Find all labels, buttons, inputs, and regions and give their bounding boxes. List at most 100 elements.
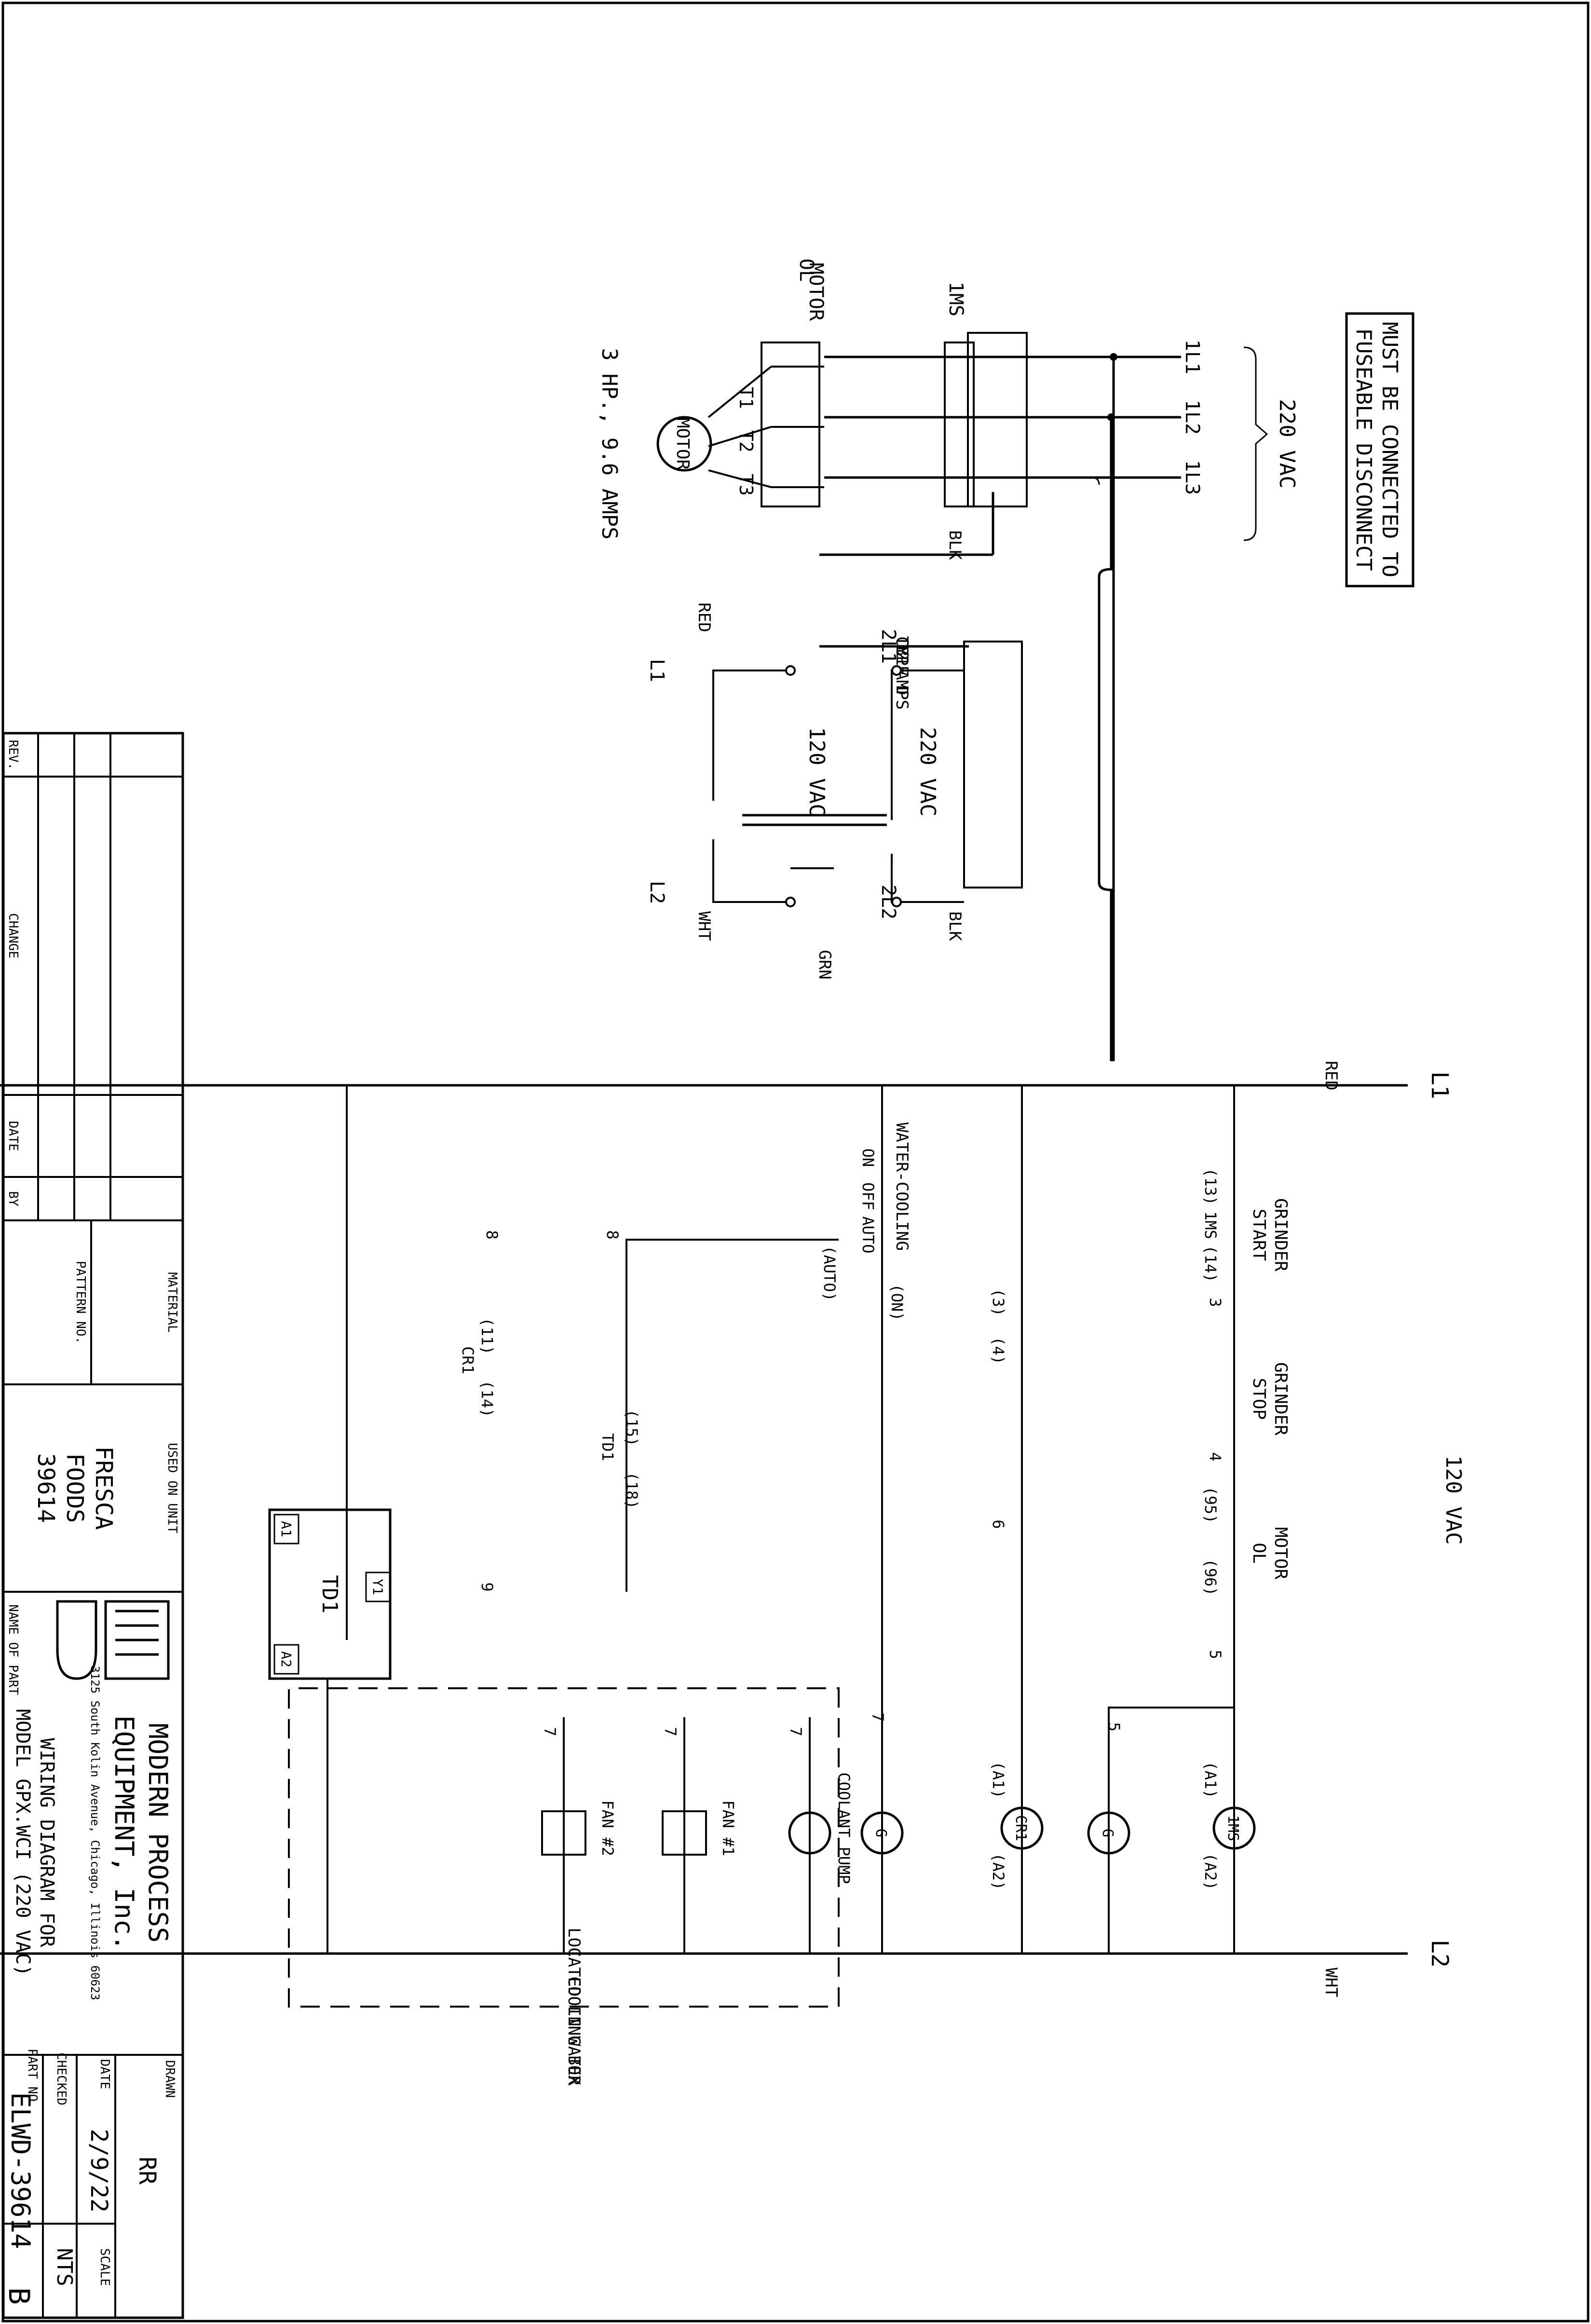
company-logo-icon — [56, 1600, 170, 1680]
line-1L3-label: 1L3 — [1181, 460, 1203, 495]
tb-date-label: DATE — [97, 2059, 112, 2090]
cr1-coil-label: CR1 — [1012, 1815, 1029, 1841]
tb-part-name-1: WIRING DIAGRAM FOR — [36, 1738, 58, 1947]
note-disconnect-line2: FUSEABLE DISCONNECT — [1351, 328, 1376, 571]
motor-rating: 3 HP., 9.6 AMPS — [597, 348, 622, 539]
title-block: REV. CHANGE DATE BY MATERIAL PATTERN NO.… — [2, 732, 184, 2319]
ms-aux-label: 1MS — [1201, 1211, 1220, 1239]
tb-checked: CHECKED — [54, 2052, 68, 2105]
tb-by: BY — [6, 1191, 20, 1206]
tb-date-value: 2/9/22 — [85, 2129, 112, 2212]
box-label2: COOLING BOX — [564, 1976, 584, 2085]
bundle-blk-1 — [967, 332, 1028, 507]
ct-96: (96) — [1201, 1558, 1220, 1596]
fan-2-label: FAN #2 — [598, 1800, 617, 1856]
terminal-t1: T1 — [735, 387, 757, 409]
ct-11: (11) — [478, 1317, 496, 1354]
ol-label1: MOTOR — [1271, 1527, 1291, 1580]
red-label: RED — [694, 602, 714, 632]
fan-2 — [541, 1810, 586, 1856]
cooling-lamp-label: G — [872, 1829, 889, 1837]
tb-company-2: EQUIPMENT, Inc. — [109, 1715, 139, 1951]
tb-change: CHANGE — [6, 913, 20, 958]
motor-starter-box — [944, 342, 975, 507]
wire-7a: 7 — [787, 1727, 805, 1736]
rail-wht-label: WHT — [1321, 1968, 1341, 1997]
ms-coil-a2: (A2) — [1201, 1853, 1220, 1890]
tb-rev: REV. — [6, 740, 20, 770]
supply-220-label: 220 VAC — [1275, 399, 1299, 488]
td1-a1: A1 — [278, 1521, 294, 1537]
wire-7b: 7 — [661, 1727, 680, 1736]
tb-unit-1: FRESCA — [90, 1446, 117, 1530]
blk-label-2: BLK — [945, 911, 965, 941]
rail-red-label: RED — [1321, 1061, 1341, 1090]
wire-8b: 8 — [483, 1230, 501, 1239]
supply-120-label: 120 VAC — [1441, 1455, 1466, 1545]
grinder-start-label2: START — [1249, 1209, 1269, 1261]
grinder-lamp — [1087, 1811, 1130, 1855]
tb-material: MATERIAL — [165, 1272, 179, 1332]
tb-revision: B — [2, 2287, 36, 2305]
ct-15: (15) — [623, 1409, 641, 1446]
tb-scale: SCALE — [97, 2248, 112, 2286]
tb-unit-2: FOODS — [61, 1453, 88, 1523]
water-cooling-on: ON — [859, 1148, 877, 1167]
tb-scale-value: NTS — [52, 2248, 77, 2286]
ol-label2: OL — [1249, 1543, 1269, 1563]
coolant-pump — [788, 1811, 831, 1855]
grinder-start-label1: GRINDER — [1271, 1198, 1291, 1271]
td1-y1: Y1 — [370, 1579, 386, 1595]
td1-relay-label: TD1 — [317, 1575, 342, 1613]
transformer-l2: L2 — [646, 881, 668, 904]
cr1-coil-a1: (A1) — [989, 1761, 1007, 1798]
line-1L1-label: 1L1 — [1181, 340, 1203, 374]
fan-1-label: FAN #1 — [719, 1800, 737, 1856]
rail-l1-label: L1 — [1426, 1071, 1453, 1099]
transformer-l1: L1 — [646, 659, 668, 682]
tb-pattern-no: PATTERN NO. — [73, 1261, 88, 1344]
rail-l2-label: L2 — [1426, 1940, 1453, 1968]
tb-used-on-unit: USED ON UNIT — [165, 1443, 179, 1533]
motor-ol-label2: OL — [795, 259, 817, 282]
box-label1: LOCATED IN WATER — [564, 1928, 584, 2086]
water-cooling-on-p: (ON) — [888, 1284, 906, 1321]
td1-a2: A2 — [278, 1651, 294, 1668]
ct-95: (95) — [1201, 1486, 1220, 1523]
fan-1 — [662, 1810, 707, 1856]
motor-ol-label1: MOTOR — [805, 263, 827, 321]
grinder-lamp-label: G — [1099, 1829, 1116, 1837]
water-cooling-off: OFF — [859, 1182, 877, 1210]
tb-part-no-value: ELWD-39614 — [5, 2092, 36, 2249]
grinder-stop-label2: STOP — [1249, 1378, 1269, 1420]
water-cooling-auto-p: (AUTO) — [820, 1245, 839, 1301]
water-cooling-box — [288, 1687, 840, 2008]
transformer-section: BLK CB1 TYPE D 2 AMPS 2L1 2L2 220 VAC 12… — [646, 492, 1023, 980]
cr1-coil — [1000, 1806, 1044, 1850]
terminal-t2: T2 — [735, 430, 757, 452]
cb-label-1: CB1 — [892, 636, 911, 666]
wire-6: 6 — [989, 1519, 1007, 1529]
motor-symbol-label: MOTOR — [673, 418, 693, 470]
ct-13: (13) — [1201, 1168, 1220, 1205]
ct-3: (3) — [989, 1288, 1007, 1316]
cb-label-3: 2 AMPS — [892, 651, 911, 710]
tb-unit-3: 39614 — [32, 1453, 59, 1523]
coolant-pump-label: COOLANT PUMP — [835, 1772, 853, 1884]
tb-part-name-2: MODEL GPX.WCI (220 VAC) — [12, 1709, 34, 1976]
tb-company-1: MODERN PROCESS — [143, 1723, 173, 1942]
ms-coil-label: 1MS — [1224, 1815, 1241, 1841]
note-disconnect-line1: MUST BE CONNECTED TO — [1377, 322, 1402, 577]
disconnect-note: MUST BE CONNECTED TO FUSEABLE DISCONNECT… — [1243, 312, 1414, 588]
primary-voltage: 220 VAC — [915, 727, 940, 816]
ct-14b: (14) — [478, 1380, 496, 1417]
line-1L2-label: 1L2 — [1181, 400, 1203, 435]
wire-5: 5 — [1206, 1650, 1224, 1659]
terminal-t3: T3 — [735, 474, 757, 496]
control-ladder: L1 L2 120 VAC RED WHT GRINDER START GRIN… — [0, 1061, 1466, 2086]
cr1-coil-a2: (A2) — [989, 1853, 1007, 1890]
three-phase-power: 1L1 1L2 1L3 1MS MOTOR OL MOTOR T — [597, 259, 1203, 1061]
wire-7c: 7 — [541, 1727, 559, 1736]
